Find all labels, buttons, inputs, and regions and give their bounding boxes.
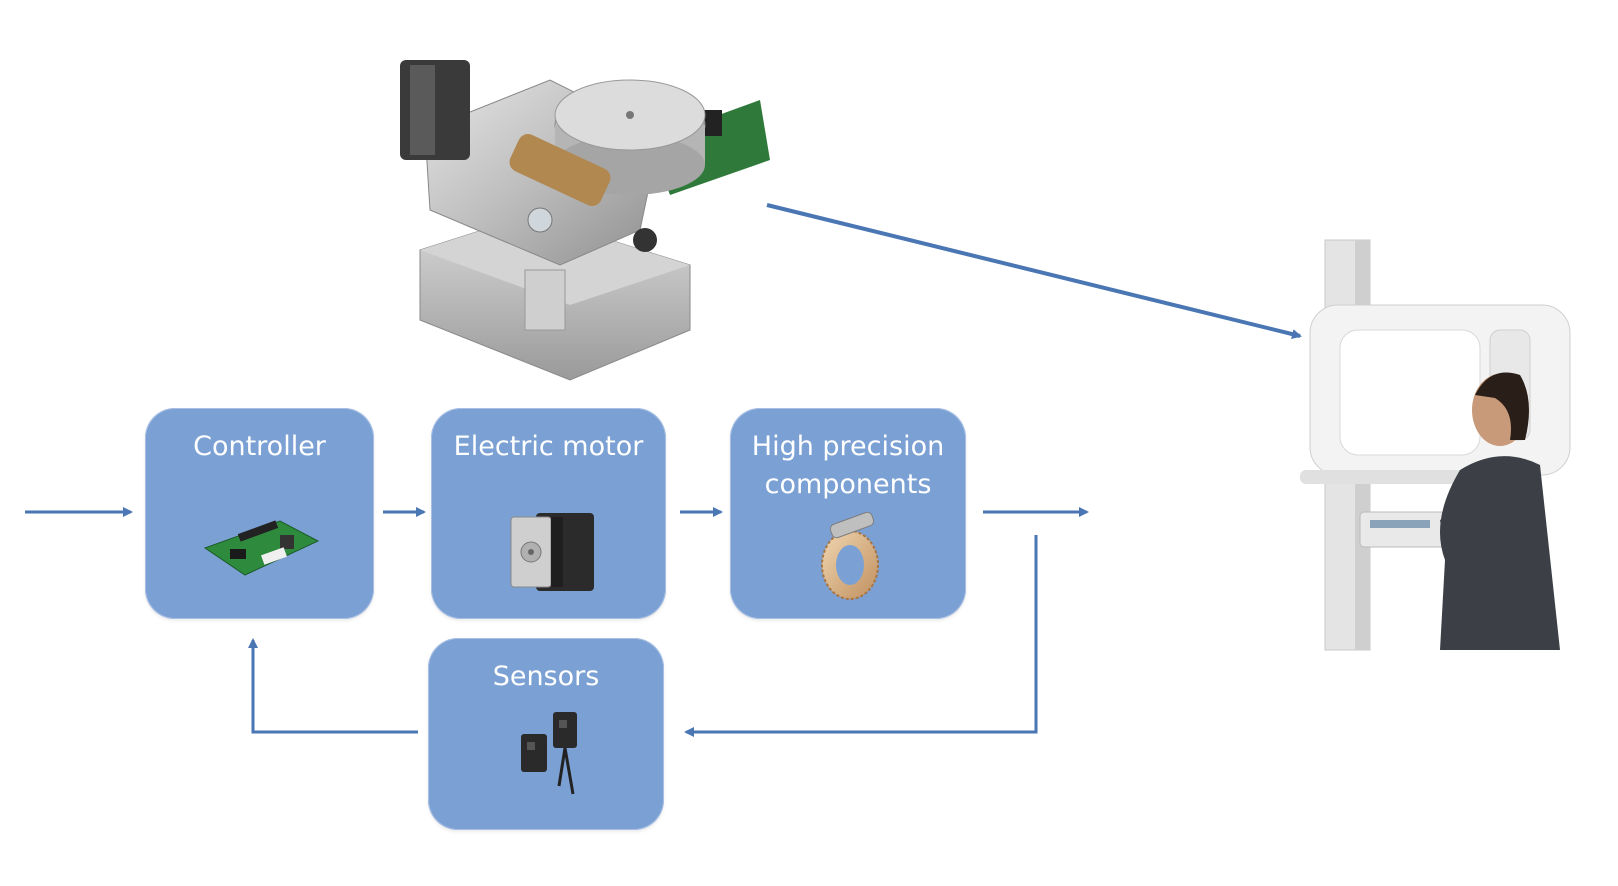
arrow-feedback-to-sensors <box>684 535 1038 737</box>
optical-sensor-icon <box>521 712 577 795</box>
worm-gear-icon <box>821 511 879 600</box>
controller-block: Controller <box>145 408 374 619</box>
electric-motor-label: Electric motor <box>453 431 644 462</box>
arrow-sensors-to-controller <box>248 638 418 734</box>
circuit-board-icon <box>203 520 320 576</box>
actuator-image <box>400 60 770 381</box>
electric-motor-block: Electric motor <box>431 408 666 619</box>
dental-scanner-image <box>1300 239 1571 651</box>
high-precision-components-label: High precision components <box>751 431 945 500</box>
stepper-motor-icon <box>510 513 594 591</box>
sensors-label: Sensors <box>492 661 600 692</box>
controller-label: Controller <box>193 431 326 462</box>
sensors-block: Sensors <box>428 638 664 830</box>
high-precision-components-block: High precision components <box>730 408 966 619</box>
arrow-actuator-to-scanner <box>766 203 1302 339</box>
